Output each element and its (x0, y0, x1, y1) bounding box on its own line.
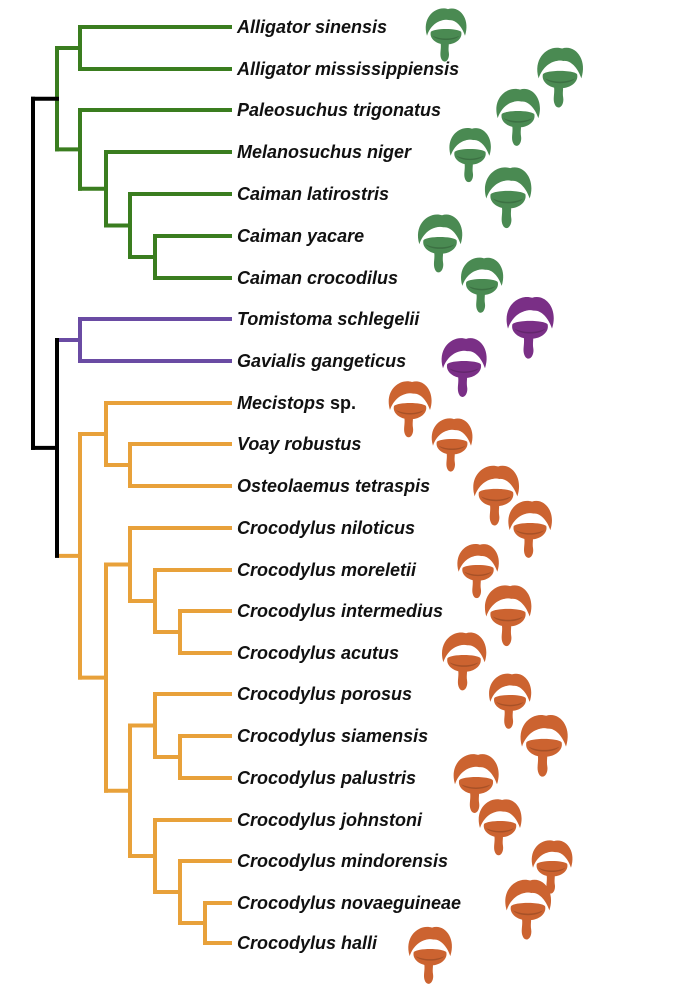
taxon-epithet: schlegelii (337, 309, 420, 329)
taxon-label: Caiman latirostris (237, 184, 389, 204)
inner-ear-labyrinth-icon (457, 543, 499, 599)
tree-branches (31, 25, 232, 945)
taxon-epithet: moreletii (341, 560, 417, 580)
taxon-label: Osteolaemus tetraspis (237, 476, 430, 496)
taxon-genus: Caiman (237, 184, 307, 204)
inner-ear-labyrinth-icon (449, 127, 491, 183)
taxon-label: Paleosuchus trigonatus (237, 100, 441, 120)
taxon-genus: Mecistops (237, 393, 330, 413)
inner-ear-labyrinth-icon (388, 381, 432, 438)
taxon-epithet: yacare (306, 226, 364, 246)
taxon-epithet: tetraspis (355, 476, 430, 496)
taxon-label: Crocodylus halli (237, 933, 378, 953)
inner-ear-labyrinth-icon (531, 840, 573, 894)
taxon-genus: Crocodylus (237, 893, 341, 913)
taxon-epithet: robustus (284, 434, 361, 454)
taxon-epithet: halli (341, 933, 378, 953)
taxon-label: Gavialis gangeticus (237, 351, 406, 371)
taxon-genus: Crocodylus (237, 601, 341, 621)
taxon-genus: Osteolaemus (237, 476, 355, 496)
taxon-genus: Crocodylus (237, 643, 341, 663)
taxon-label: Melanosuchus niger (237, 142, 412, 162)
inner-ear-labyrinth-icon (484, 585, 532, 647)
taxon-genus: Gavialis (237, 351, 311, 371)
taxon-genus: Crocodylus (237, 684, 341, 704)
taxon-genus: Alligator (236, 59, 315, 79)
taxon-epithet: niloticus (341, 518, 415, 538)
inner-ear-labyrinth-icon (484, 167, 532, 229)
taxon-label: Caiman yacare (237, 226, 364, 246)
taxon-epithet: johnstoni (339, 810, 423, 830)
inner-ear-labyrinth-icon (496, 88, 540, 146)
inner-ear-labyrinth-icon (506, 296, 554, 359)
inner-ear-labyrinth-icon (478, 799, 522, 856)
taxon-epithet: mississippiensis (315, 59, 459, 79)
taxon-label: Tomistoma schlegelii (237, 309, 420, 329)
inner-ear-labyrinth-icon (520, 714, 568, 777)
taxon-label: Crocodylus novaeguineae (237, 893, 461, 913)
inner-ear-labyrinth-icon (408, 926, 452, 984)
inner-ear-labyrinth-icon (489, 673, 532, 729)
taxon-label: Crocodylus porosus (237, 684, 412, 704)
taxon-label: Alligator sinensis (236, 17, 387, 37)
taxon-epithet: niger (367, 142, 412, 162)
inner-ear-labyrinth-icon (441, 632, 487, 691)
inner-ear-labyrinth-icon (505, 879, 552, 940)
taxon-epithet: gangeticus (310, 351, 406, 371)
taxon-epithet: novaeguineae (341, 893, 461, 913)
taxon-genus: Crocodylus (237, 851, 341, 871)
taxon-label: Crocodylus mindorensis (237, 851, 448, 871)
inner-ear-labyrinth-icon (425, 8, 467, 62)
inner-ear-labyrinth-icon (431, 418, 473, 472)
taxon-label: Crocodylus acutus (237, 643, 399, 663)
taxon-genus: Crocodylus (237, 560, 341, 580)
taxon-genus: Paleosuchus (237, 100, 353, 120)
taxon-label: Crocodylus niloticus (237, 518, 415, 538)
taxon-epithet: acutus (341, 643, 399, 663)
inner-ear-labyrinth-icon (508, 500, 552, 558)
taxon-label: Crocodylus palustris (237, 768, 416, 788)
taxon-label: Caiman crocodilus (237, 268, 398, 288)
inner-ear-labyrinth-icon (417, 214, 463, 273)
taxon-label: Crocodylus moreletii (237, 560, 417, 580)
taxon-epithet: sp. (330, 393, 356, 413)
taxon-genus: Crocodylus (237, 810, 341, 830)
taxon-label: Alligator mississippiensis (236, 59, 459, 79)
taxon-epithet: latirostris (307, 184, 389, 204)
taxon-genus: Voay (237, 434, 284, 454)
inner-ear-labyrinth-icon (441, 338, 487, 397)
taxon-genus: Melanosuchus (237, 142, 367, 162)
taxon-epithet: siamensis (341, 726, 428, 746)
taxon-epithet: mindorensis (341, 851, 448, 871)
taxon-genus: Caiman (237, 268, 307, 288)
taxon-label: Mecistops sp. (237, 393, 356, 413)
taxon-epithet: crocodilus (307, 268, 398, 288)
taxon-label: Crocodylus johnstoni (237, 810, 423, 830)
inner-ear-labyrinth-icon (473, 465, 520, 526)
taxon-genus: Alligator (236, 17, 315, 37)
labyrinth-icons (388, 8, 584, 984)
taxon-epithet: sinensis (315, 17, 387, 37)
taxon-genus: Crocodylus (237, 518, 341, 538)
taxon-genus: Tomistoma (237, 309, 337, 329)
taxon-genus: Caiman (237, 226, 307, 246)
inner-ear-labyrinth-icon (461, 257, 504, 313)
inner-ear-labyrinth-icon (453, 754, 499, 813)
taxon-genus: Crocodylus (237, 933, 341, 953)
taxon-epithet: trigonatus (353, 100, 441, 120)
taxon-epithet: intermedius (341, 601, 443, 621)
inner-ear-labyrinth-icon (537, 47, 584, 108)
taxon-genus: Crocodylus (237, 768, 341, 788)
taxon-epithet: porosus (340, 684, 412, 704)
taxon-label: Crocodylus intermedius (237, 601, 443, 621)
taxon-label: Crocodylus siamensis (237, 726, 428, 746)
taxon-label: Voay robustus (237, 434, 361, 454)
taxon-epithet: palustris (340, 768, 416, 788)
taxon-genus: Crocodylus (237, 726, 341, 746)
